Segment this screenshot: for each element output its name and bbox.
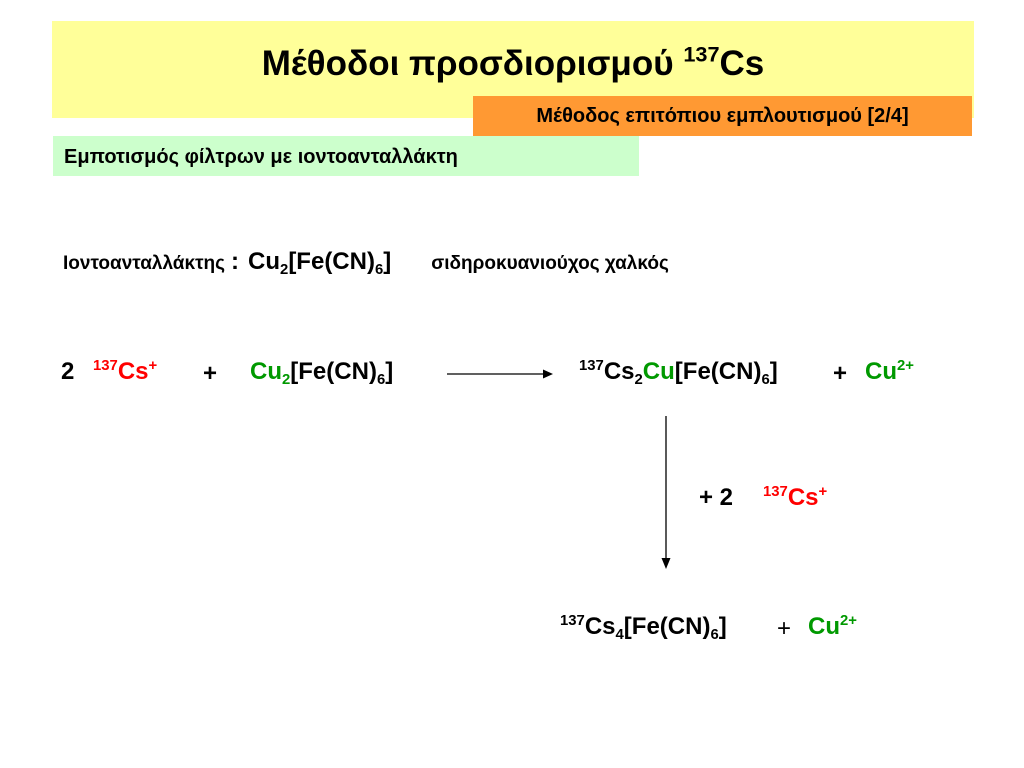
reaction1-reagent: Cu2[Fe(CN)6] xyxy=(250,358,394,388)
reaction1-copper-ion: Cu2+ xyxy=(865,357,914,385)
step2-cesium-ion: 137Cs+ xyxy=(763,483,828,511)
reaction-arrow-icon xyxy=(447,369,553,379)
method-badge: Μέθοδος επιτόπιου εμπλουτισμού [2/4] xyxy=(473,96,972,136)
section-subtitle: Εμποτισμός φίλτρων με ιοντοανταλλάκτη xyxy=(53,136,639,176)
step2-label: + 2 xyxy=(699,484,734,511)
reaction1-plus2: + xyxy=(833,360,848,387)
reaction2-plus: + xyxy=(777,615,792,642)
ion-exchanger-name: σιδηροκυανιούχος χαλκός xyxy=(431,253,669,274)
ion-exchanger-label: Ιοντοανταλλάκτης xyxy=(63,253,226,274)
reaction1-product: 137Cs2Cu[Fe(CN)6] xyxy=(579,357,778,388)
reaction1-cesium-ion: 137Cs+ xyxy=(93,357,158,385)
reaction2-product: 137Cs4[Fe(CN)6] xyxy=(560,612,727,643)
ion-exchanger-line: Ιοντοανταλλάκτης: Cu2[Fe(CN)6] σιδηροκυανι… xyxy=(63,248,669,278)
colon: : xyxy=(231,248,240,275)
slide-title: Μέθοδοι προσδιορισμού 137Cs xyxy=(261,41,765,83)
reaction-arrow-down-icon xyxy=(661,416,671,569)
ion-exchanger-formula: Cu2[Fe(CN)6] xyxy=(248,248,392,278)
reaction1-plus: + xyxy=(203,360,218,387)
reaction2-copper-ion: Cu2+ xyxy=(808,612,857,640)
reaction1-coefficient: 2 xyxy=(61,358,75,385)
